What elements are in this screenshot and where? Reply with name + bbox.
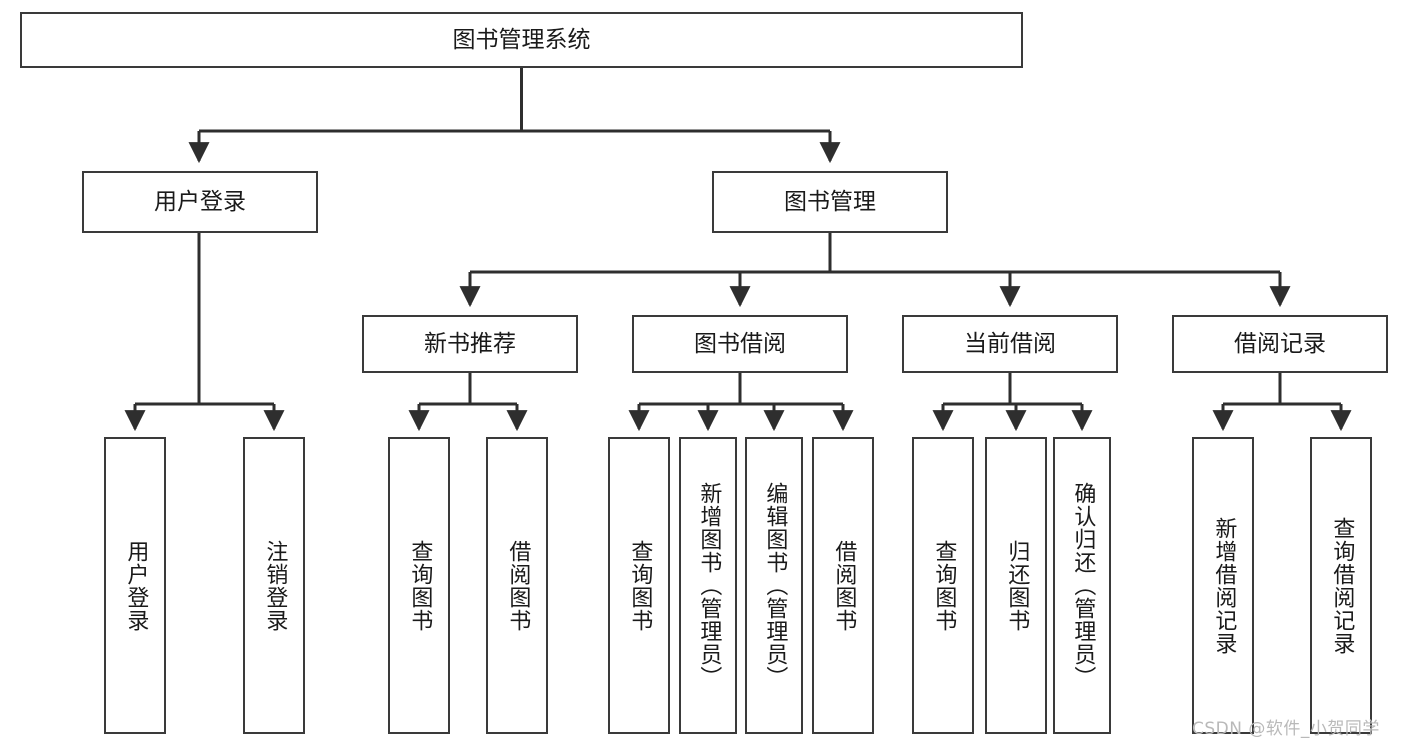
node-leaf-query-book-current-label: 查询图书: [931, 539, 957, 632]
node-leaf-add-borrow-record-label: 新增借阅记录: [1211, 516, 1237, 655]
node-book-borrow-label: 图书借阅: [694, 330, 786, 357]
node-leaf-borrow-book[interactable]: 借阅图书: [812, 437, 874, 734]
node-leaf-query-book-recommend-label: 查询图书: [407, 539, 433, 632]
node-leaf-confirm-return-label: 确认归还（管理员）: [1070, 482, 1096, 689]
node-leaf-query-book-recommend[interactable]: 查询图书: [388, 437, 450, 734]
node-book-borrow[interactable]: 图书借阅: [632, 315, 848, 373]
node-leaf-user-login[interactable]: 用户登录: [104, 437, 166, 734]
node-user-login-label: 用户登录: [154, 188, 246, 215]
node-leaf-query-book-current[interactable]: 查询图书: [912, 437, 974, 734]
node-borrow-record[interactable]: 借阅记录: [1172, 315, 1388, 373]
node-leaf-logout-label: 注销登录: [262, 539, 288, 632]
node-leaf-borrow-book-label: 借阅图书: [831, 539, 857, 632]
csdn-watermark: CSDN @软件_小贺同学: [1192, 719, 1380, 739]
node-leaf-logout[interactable]: 注销登录: [243, 437, 305, 734]
node-new-book-recommend-label: 新书推荐: [424, 330, 516, 357]
node-leaf-query-book-borrow[interactable]: 查询图书: [608, 437, 670, 734]
node-new-book-recommend[interactable]: 新书推荐: [362, 315, 578, 373]
node-leaf-confirm-return[interactable]: 确认归还（管理员）: [1053, 437, 1111, 734]
node-user-login[interactable]: 用户登录: [82, 171, 318, 233]
node-leaf-query-borrow-record[interactable]: 查询借阅记录: [1310, 437, 1372, 734]
node-borrow-record-label: 借阅记录: [1234, 330, 1326, 357]
node-leaf-borrow-book-recommend[interactable]: 借阅图书: [486, 437, 548, 734]
node-leaf-edit-book-label: 编辑图书（管理员）: [762, 482, 788, 689]
node-leaf-query-book-borrow-label: 查询图书: [627, 539, 653, 632]
node-book-manage-label: 图书管理: [784, 188, 876, 215]
node-leaf-borrow-book-recommend-label: 借阅图书: [505, 539, 531, 632]
node-current-borrow[interactable]: 当前借阅: [902, 315, 1118, 373]
node-book-manage[interactable]: 图书管理: [712, 171, 948, 233]
node-root-label: 图书管理系统: [452, 26, 591, 53]
node-leaf-query-borrow-record-label: 查询借阅记录: [1329, 516, 1355, 655]
node-leaf-user-login-label: 用户登录: [123, 539, 149, 632]
node-current-borrow-label: 当前借阅: [964, 330, 1056, 357]
node-leaf-return-book[interactable]: 归还图书: [985, 437, 1047, 734]
node-leaf-add-book-label: 新增图书（管理员）: [696, 482, 722, 689]
node-leaf-return-book-label: 归还图书: [1004, 539, 1030, 632]
node-leaf-edit-book[interactable]: 编辑图书（管理员）: [745, 437, 803, 734]
node-root[interactable]: 图书管理系统: [20, 12, 1023, 68]
node-leaf-add-borrow-record[interactable]: 新增借阅记录: [1192, 437, 1254, 734]
node-leaf-add-book[interactable]: 新增图书（管理员）: [679, 437, 737, 734]
